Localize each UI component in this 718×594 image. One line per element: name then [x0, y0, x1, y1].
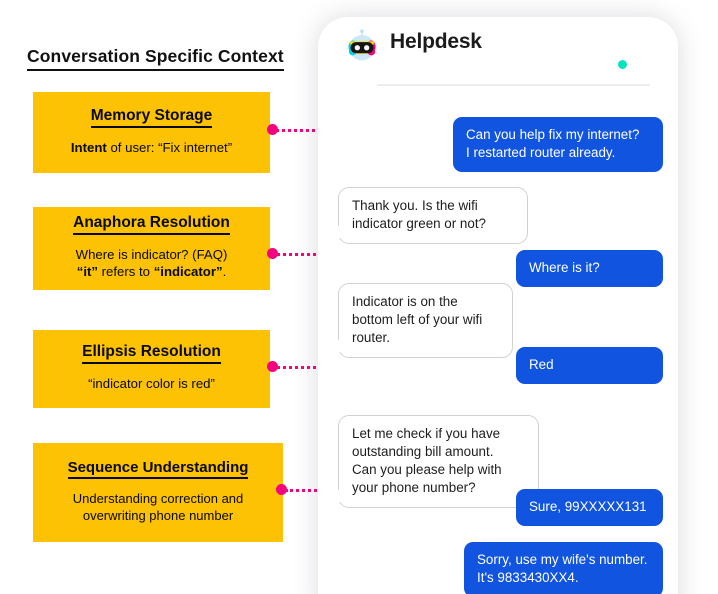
note-body: “indicator color is red”: [88, 375, 215, 392]
note-body-period: .: [222, 264, 227, 280]
chat-header: Helpdesk: [318, 17, 678, 86]
note-heading: Ellipsis Resolution: [82, 343, 221, 365]
chat-title: Helpdesk: [390, 30, 482, 53]
note-body: Understanding correction and overwriting…: [73, 490, 244, 524]
note-heading: Sequence Understanding: [67, 459, 249, 479]
bubble-line: Thank you. Is the wifi: [352, 198, 478, 213]
bubble-line: bottom left of your wifi: [352, 311, 483, 327]
note-heading: Memory Storage: [90, 107, 213, 128]
note-body-rest: of user: “Fix internet”: [106, 139, 233, 155]
note-body-bold: Intent: [70, 139, 107, 155]
chat-bubble-bot[interactable]: Thank you. Is the wifi indicator green o…: [328, 187, 528, 244]
note-card-anaphora-resolution: Anaphora Resolution Where is indicator? …: [33, 207, 270, 290]
online-status-dot: [618, 60, 627, 69]
note-card-memory-storage: Memory Storage Intent of user: “Fix inte…: [33, 92, 270, 173]
note-body-line1: “indicator color is red”: [88, 376, 215, 392]
bubble-line: Can you help fix my internet?: [466, 127, 640, 142]
bubble-line: Sure, 99XXXXX131: [529, 499, 647, 514]
note-card-ellipsis-resolution: Ellipsis Resolution “indicator color is …: [33, 330, 270, 408]
connector-dot-anaphora-resolution: [267, 248, 278, 259]
bubble-line: Let me check if you have: [352, 426, 501, 441]
chat-bubble-user[interactable]: Where is it?: [516, 250, 663, 287]
bubble-line: It's 9833430XX4.: [477, 569, 579, 585]
bubble-line: Indicator is on the: [352, 294, 458, 309]
note-card-sequence-understanding: Sequence Understanding Understanding cor…: [33, 443, 283, 542]
bubble-line: your phone number?: [352, 479, 476, 495]
chat-bubble-user[interactable]: Can you help fix my internet? I restarte…: [453, 117, 663, 172]
bubble-line: Where is it?: [529, 260, 600, 275]
bubble-line: router.: [352, 329, 390, 345]
note-body-quoted-it: “it”: [76, 264, 98, 280]
note-heading: Anaphora Resolution: [73, 214, 230, 235]
chat-bubble-user[interactable]: Red: [516, 347, 663, 384]
chat-bubble-user[interactable]: Sorry, use my wife's number. It's 983343…: [464, 542, 663, 594]
bubble-line: indicator green or not?: [352, 215, 486, 231]
note-body-refers: refers to: [97, 264, 154, 280]
bubble-line: outstanding bill amount.: [352, 443, 494, 459]
header-divider: [377, 84, 650, 86]
note-body: Intent of user: “Fix internet”: [71, 139, 232, 156]
bubble-line: Sorry, use my wife's number.: [477, 552, 648, 567]
robot-icon: [348, 29, 376, 61]
bubble-line: Can you please help with: [352, 461, 502, 477]
bubble-line: Red: [529, 357, 554, 372]
connector-dot-sequence-understanding: [276, 484, 287, 495]
note-body-line1: Understanding correction and: [72, 490, 244, 506]
chat-bubble-user[interactable]: Sure, 99XXXXX131: [516, 489, 663, 526]
bubble-line: I restarted router already.: [466, 144, 616, 160]
connector-dot-memory-storage: [267, 124, 278, 135]
note-body: Where is indicator? (FAQ) “it” refers to…: [76, 246, 228, 281]
page-title: Conversation Specific Context: [27, 46, 284, 71]
chat-bubble-bot[interactable]: Let me check if you have outstanding bil…: [328, 415, 539, 508]
chat-bubble-bot[interactable]: Indicator is on the bottom left of your …: [328, 283, 513, 358]
note-body-quoted-indicator: “indicator”: [153, 264, 223, 280]
chat-panel: Helpdesk Can you help fix my internet? I…: [318, 17, 678, 594]
connector-dot-ellipsis-resolution: [267, 361, 278, 372]
note-body-line2: overwriting phone number: [82, 508, 234, 524]
note-body-line1: Where is indicator? (FAQ): [75, 246, 228, 262]
